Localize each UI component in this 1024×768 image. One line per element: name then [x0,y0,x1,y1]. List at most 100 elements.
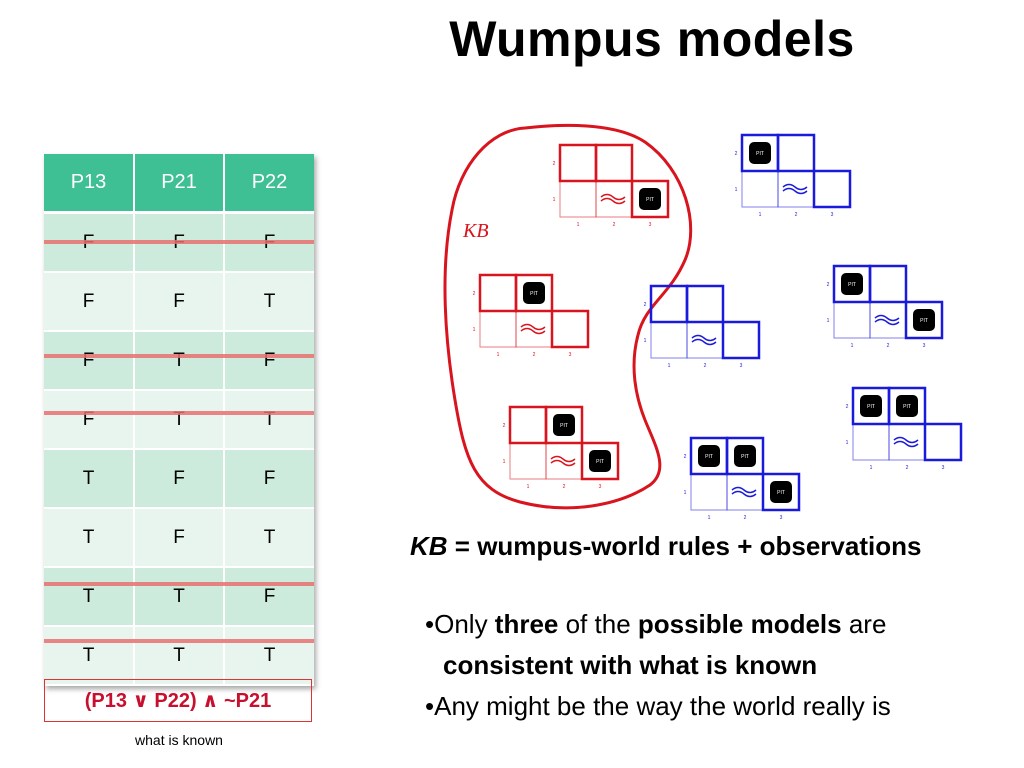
table-cell: T [44,449,135,509]
grid-col-label: 2 [906,465,909,471]
grid-cell [478,273,518,313]
table-cell: F [224,331,314,391]
grid-cell [595,180,633,218]
grid-col-label: 2 [613,222,616,228]
table-cell: T [134,390,225,450]
pit-label: PIT [705,454,713,460]
pit-icon [639,188,661,210]
breeze-icon [874,314,900,326]
grid-cell [558,143,598,183]
grid-row-label: 2 [473,291,476,297]
grid-row-label: 1 [735,187,738,193]
grid-cell [580,441,620,481]
grid-cell [508,405,548,445]
bullet-emphasis: three [494,609,559,639]
grid-col-label: 3 [831,212,834,218]
grid-cell [869,301,907,339]
table-cell: F [224,567,314,627]
pit-icon [698,445,720,467]
pit-icon [553,414,575,436]
table-cell: T [134,331,225,391]
grid-cell [761,472,801,512]
grid-cell [741,170,779,208]
grid-row-label: 2 [553,161,556,167]
row-strikethrough [44,240,314,244]
bullet-emphasis: possible models [637,609,842,639]
breeze-icon [520,323,546,335]
grid-cell [650,321,688,359]
row-strikethrough [44,582,314,586]
grid-cell [776,133,816,173]
grid-row-label: 1 [846,440,849,446]
grid-row-label: 2 [846,404,849,410]
grid-cell [812,169,852,209]
grid-col-label: 3 [599,484,602,490]
grid-col-label: 1 [577,222,580,228]
pit-label: PIT [848,282,856,288]
known-caption: what is known [135,732,223,748]
row-strikethrough [44,354,314,358]
table-cell: F [134,508,225,568]
bullet-text: Any might be the way the world really is [434,691,891,721]
bullet-emphasis: consistent with what is known [443,650,818,680]
pit-label: PIT [530,291,538,297]
kb-equation: KB = wumpus-world rules + observations [410,531,921,562]
grid-row-label: 2 [735,151,738,157]
grid-cell [888,423,926,461]
table-cell: T [224,626,314,686]
table-cell: F [224,449,314,509]
grid-row-label: 2 [684,454,687,460]
page-title: Wumpus models [449,11,855,67]
table-cell: T [134,567,225,627]
table-cell: F [134,449,225,509]
grid-cell [721,320,761,360]
bullet-text: of the [558,609,638,639]
pit-icon [913,309,935,331]
pit-icon [860,395,882,417]
breeze-icon [691,334,717,346]
grid-col-label: 1 [759,212,762,218]
pit-icon [841,273,863,295]
grid-cell [509,442,547,480]
grid-col-label: 2 [704,363,707,369]
pit-label: PIT [867,404,875,410]
breeze-icon [782,183,808,195]
grid-row-label: 1 [473,327,476,333]
pit-icon [734,445,756,467]
grid-col-label: 1 [497,352,500,358]
grid-cell [726,473,764,511]
pit-icon [749,142,771,164]
grid-col-label: 1 [708,515,711,521]
grid-col-label: 2 [744,515,747,521]
grid-col-label: 1 [851,343,854,349]
pit-label: PIT [596,459,604,465]
table-cell: T [134,626,225,686]
grid-col-label: 2 [887,343,890,349]
pit-label: PIT [646,197,654,203]
grid-cell [515,310,553,348]
grid-row-label: 1 [684,490,687,496]
truth-table: P13 P21 P22 FFF FFT FTF FTT TFF TFT TTF … [44,154,314,686]
table-header-row: P13 P21 P22 [44,154,314,214]
pit-label: PIT [903,404,911,410]
grid-cell [630,179,670,219]
grid-col-label: 3 [780,515,783,521]
bullet-text: are [841,609,887,639]
grid-col-label: 3 [569,352,572,358]
row-strikethrough [44,639,314,643]
grid-col-label: 3 [649,222,652,228]
table-cell: F [44,272,135,332]
kb-boundary [443,123,693,510]
grid-cell [545,442,583,480]
bullet-item: •Any might be the way the world really i… [425,691,891,721]
pit-icon [896,395,918,417]
grid-col-label: 2 [533,352,536,358]
